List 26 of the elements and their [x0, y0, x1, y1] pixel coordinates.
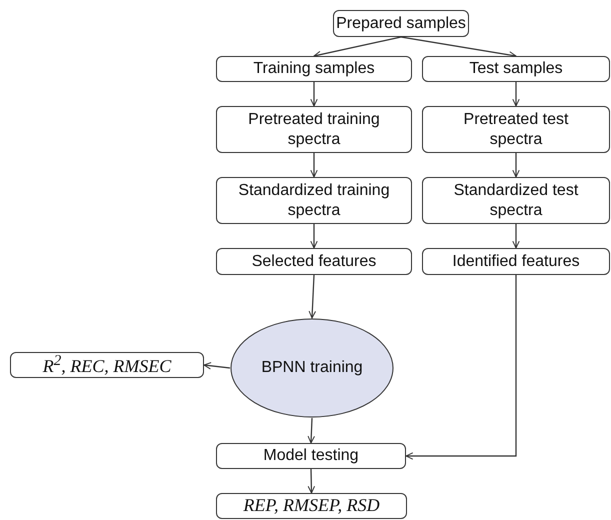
process-box: Training samples: [216, 56, 412, 82]
process-box: Pretreated training spectra: [216, 106, 412, 153]
process-box: Identified features: [422, 248, 610, 275]
process-box: Prepared samples: [333, 10, 469, 37]
process-box: Model testing: [216, 443, 406, 469]
arrow: [406, 275, 517, 460]
process-box: Standardized test spectra: [422, 177, 610, 224]
arrow: [308, 468, 316, 494]
arrow: [512, 82, 520, 106]
result-box: REP, RMSEP, RSD: [216, 493, 407, 519]
arrow: [310, 224, 318, 248]
process-ellipse: BPNN training: [230, 318, 394, 418]
result-box: R$^{2}$, REC, RMSEC: [10, 352, 204, 378]
arrow: [308, 418, 315, 444]
process-box: Standardized training spectra: [216, 177, 412, 224]
process-box: Selected features: [216, 248, 412, 275]
arrow: [512, 153, 520, 178]
arrow: [204, 362, 230, 370]
arrow: [308, 274, 316, 318]
arrow: [400, 36, 516, 59]
arrow: [512, 224, 520, 248]
arrow: [314, 36, 402, 58]
process-box: Pretreated test spectra: [422, 106, 610, 153]
process-box: Test samples: [422, 56, 610, 82]
arrow: [310, 153, 318, 178]
arrow: [310, 82, 318, 106]
